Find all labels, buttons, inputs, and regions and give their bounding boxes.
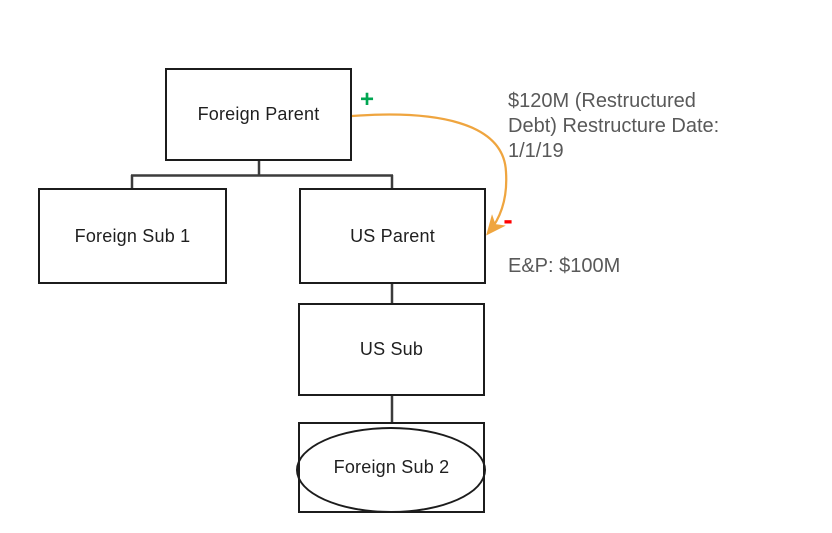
earnings-profits-note: E&P: $100M — [508, 255, 621, 277]
node-us-parent: US Parent — [299, 188, 486, 284]
node-foreign-parent-label: Foreign Parent — [197, 104, 320, 124]
node-foreign-sub-1-label: Foreign Sub 1 — [74, 225, 191, 246]
restructured-debt-note: $120M (Restructured Debt) Restructure Da… — [508, 89, 768, 164]
restructured-debt-note-line-1: $120M (Restructured — [508, 90, 696, 112]
node-foreign-sub-2: Foreign Sub 2 — [298, 422, 485, 513]
node-foreign-parent: Foreign Parent — [165, 68, 352, 161]
node-foreign-sub-2-label: Foreign Sub 2 — [333, 457, 450, 477]
node-us-parent-label: US Parent — [350, 225, 435, 246]
restructured-debt-note-line-3: 1/1/19 — [508, 140, 564, 162]
plus-sign: + — [359, 86, 374, 113]
node-us-sub: US Sub — [298, 303, 485, 396]
minus-sign: - — [503, 204, 513, 235]
node-us-sub-label: US Sub — [359, 339, 424, 359]
node-foreign-sub-1: Foreign Sub 1 — [38, 188, 227, 284]
restructured-debt-note-line-2: Debt) Restructure Date: — [508, 115, 720, 137]
